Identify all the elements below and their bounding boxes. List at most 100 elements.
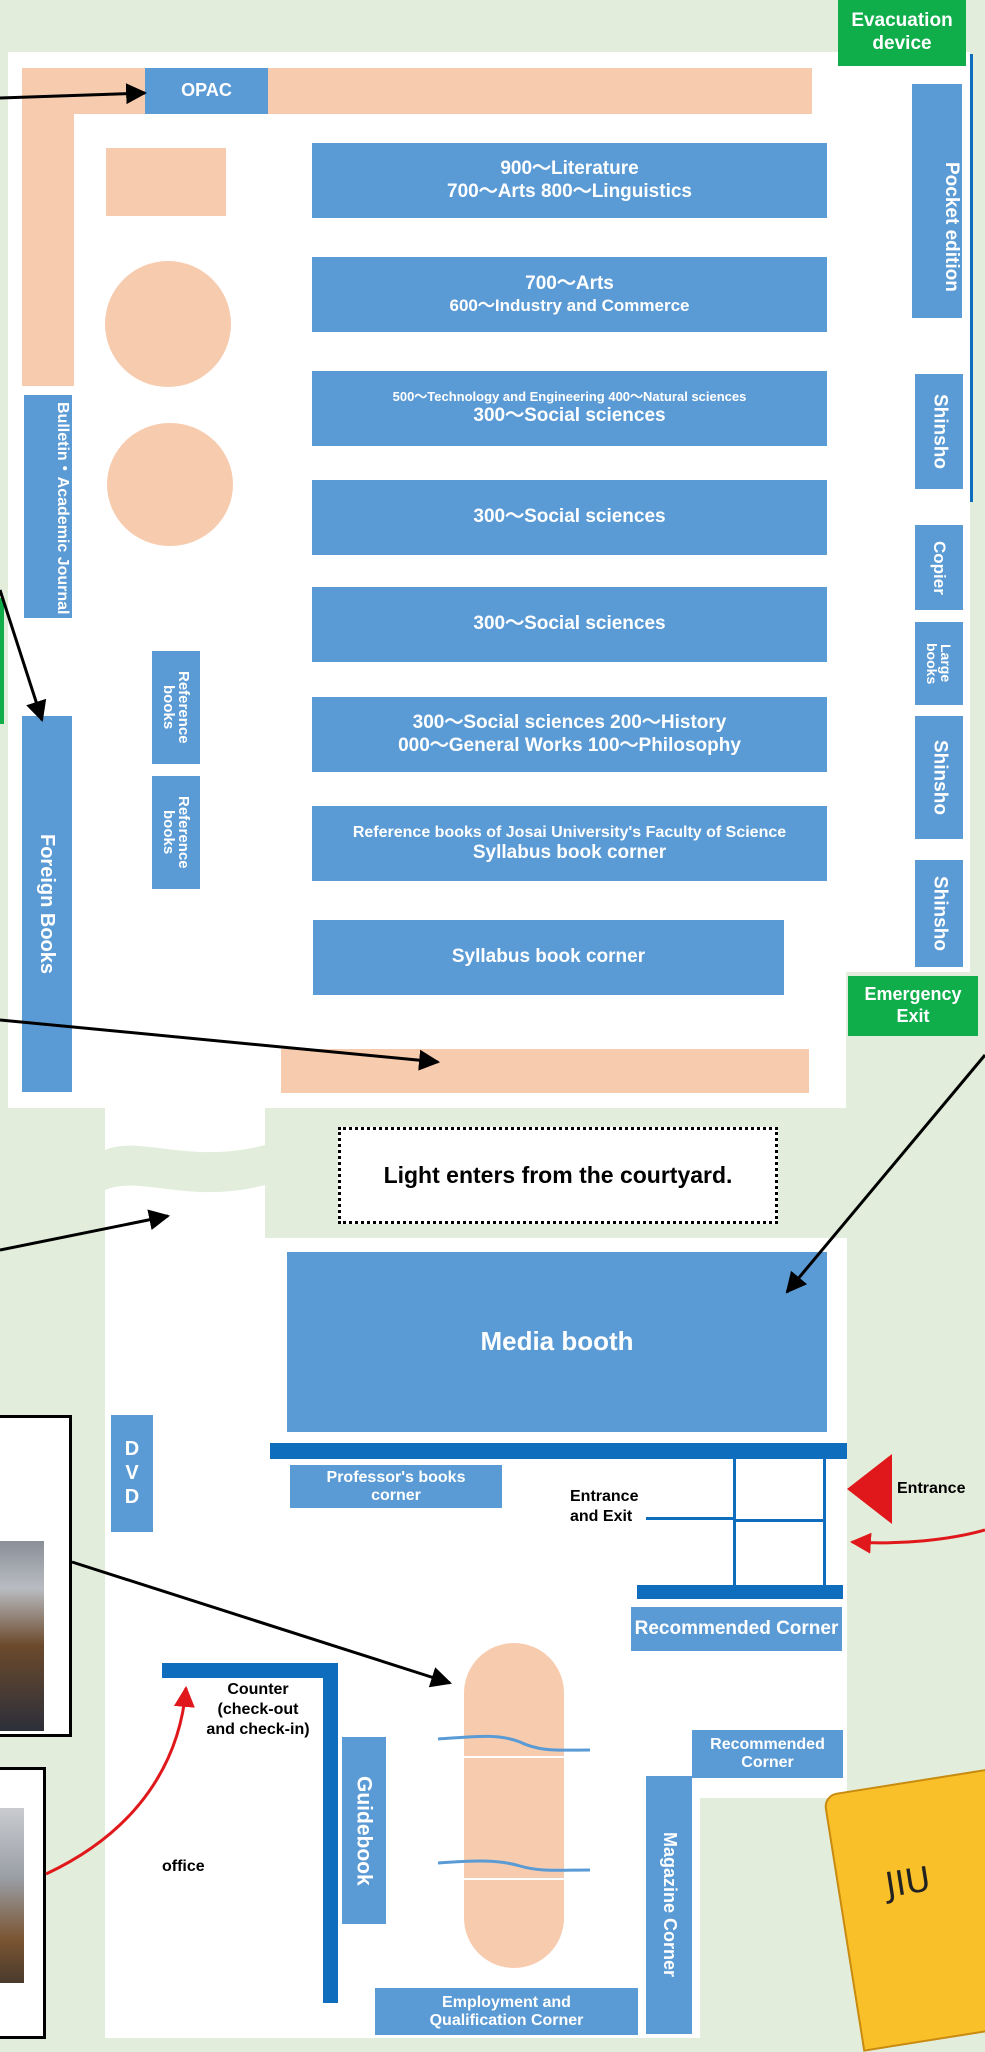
emergency-line2: Exit: [896, 1006, 930, 1026]
shelf-3-line2: 300～Social sciences: [473, 404, 666, 426]
entrance-label: Entrance: [897, 1479, 965, 1499]
shinsho-3-label: Shinsho: [929, 876, 951, 951]
shelf-arts[interactable]: 700～Arts 600～Industry and Commerce: [312, 257, 827, 332]
service-counter-top: [22, 68, 812, 114]
office-label: office: [162, 1857, 205, 1877]
shelf-2-line1: 700～Arts: [525, 272, 614, 294]
shelf-social-1[interactable]: 300～Social sciences: [312, 480, 827, 555]
employment-corner[interactable]: Employment and Qualification Corner: [375, 1988, 638, 2035]
shelf-reference-science[interactable]: Reference books of Josai University's Fa…: [312, 806, 827, 881]
media-booth-label: Media booth: [480, 1326, 634, 1357]
professors-line1: Professor's books: [326, 1468, 466, 1486]
entrance-exit-line1: Entrance: [570, 1488, 639, 1505]
corridor: [105, 1108, 265, 2038]
large-books-label: Large books: [924, 642, 954, 685]
shelf-6-line1: 300～Social sciences 200～History: [412, 711, 727, 733]
shelf-6-line2: 000～General Works 100～Philosophy: [398, 734, 741, 756]
reference-2-label: Reference books: [160, 796, 192, 869]
gate-vertical-2: [823, 1459, 826, 1591]
counter-line3: and check-in): [206, 1721, 310, 1738]
employment-line2: Qualification Corner: [429, 2011, 584, 2029]
media-booth[interactable]: Media booth: [287, 1252, 827, 1432]
recommended-2-line2: Corner: [741, 1754, 794, 1771]
guidebook-label: Guidebook: [352, 1775, 376, 1886]
round-table-1: [105, 261, 231, 387]
reference-books-2[interactable]: Reference books: [152, 776, 200, 889]
office-text: office: [162, 1858, 205, 1875]
entrance-triangle-icon: [848, 1453, 891, 1523]
employment-line1: Employment and: [442, 1993, 571, 2011]
evacuation-line2: device: [872, 33, 932, 54]
shelf-8-line1: Syllabus book corner: [451, 946, 646, 968]
photo-frame-1: [0, 1415, 72, 1737]
bulletin-academic-journal[interactable]: Bulletin・Academic Journal: [24, 395, 72, 618]
recommended-corner-1[interactable]: Recommended Corner: [631, 1607, 842, 1651]
evacuation-line1: Evacuation: [851, 10, 953, 32]
dvd-shelf[interactable]: DVD: [111, 1415, 153, 1532]
copier-label: Copier: [930, 540, 950, 595]
magazine-label: Magazine Corner: [659, 1832, 680, 1978]
wall-bottom: [637, 1585, 843, 1599]
pocket-edition-label: Pocket edition: [941, 162, 962, 292]
shelf-history[interactable]: 300～Social sciences 200～History 000～Gene…: [312, 697, 827, 772]
courtyard-note: Light enters from the courtyard.: [338, 1127, 778, 1224]
shelf-5-line1: 300～Social sciences: [473, 613, 666, 635]
table-rect: [106, 148, 226, 216]
pocket-edition[interactable]: Pocket edition: [912, 84, 962, 318]
courtyard-text: Light enters from the courtyard.: [383, 1162, 733, 1188]
reference-books-1[interactable]: Reference books: [152, 651, 200, 764]
round-table-2: [107, 423, 233, 546]
jiu-sign: JIU: [822, 1768, 985, 2052]
shelf-syllabus[interactable]: Syllabus book corner: [313, 920, 784, 995]
shelf-4-line1: 300～Social sciences: [473, 506, 666, 528]
counter-line2: (check-out: [217, 1701, 299, 1718]
opac-terminal[interactable]: OPAC: [145, 68, 268, 114]
copier[interactable]: Copier: [915, 525, 963, 610]
shinsho-2[interactable]: Shinsho: [915, 716, 963, 839]
shelf-social-2[interactable]: 300～Social sciences: [312, 587, 827, 662]
lounge-top: [464, 1643, 564, 1756]
shelf-3-line1: 500～Technology and Engineering 400～Natur…: [392, 389, 747, 405]
gate-left-line: [646, 1517, 735, 1520]
shinsho-1-label: Shinsho: [929, 394, 951, 469]
dvd-label: DVD: [121, 1437, 143, 1510]
entrance-text: Entrance: [897, 1480, 966, 1497]
professors-books-corner[interactable]: Professor's books corner: [290, 1465, 502, 1508]
shinsho-1[interactable]: Shinsho: [915, 374, 963, 489]
entrance-arrow-icon: [847, 1454, 892, 1524]
foreign-books[interactable]: Foreign Books: [22, 716, 72, 1092]
opac-label: OPAC: [181, 80, 232, 101]
shelf-1-line1: 900～Literature: [500, 157, 639, 179]
bulletin-label: Bulletin・Academic Journal: [54, 402, 71, 615]
shelf-1-line2: 700～Arts 800～Linguistics: [447, 180, 692, 202]
magazine-corner[interactable]: Magazine Corner: [646, 1776, 692, 2034]
right-wall-line: [970, 54, 973, 502]
counter-label: Counter (check-out and check-in): [198, 1680, 318, 1740]
counter-side: [323, 1663, 338, 2003]
shelf-7-line2: Syllabus book corner: [472, 841, 667, 863]
shelf-technology[interactable]: 500～Technology and Engineering 400～Natur…: [312, 371, 827, 446]
photo-frame-2: [0, 1767, 46, 2039]
shinsho-3[interactable]: Shinsho: [915, 860, 963, 967]
emergency-line1: Emergency: [864, 984, 962, 1005]
guidebook-shelf[interactable]: Guidebook: [342, 1737, 386, 1924]
lounge-bottom: [464, 1880, 564, 1968]
jiu-sign-text: JIU: [882, 1859, 934, 1906]
gate-vertical-1: [733, 1459, 736, 1591]
emergency-exit: Emergency Exit: [848, 976, 978, 1036]
counter-line1: Counter: [227, 1681, 289, 1698]
lounge-middle: [464, 1758, 564, 1878]
photo-2: [0, 1808, 24, 1983]
recommended-1-label: Recommended Corner: [634, 1617, 839, 1639]
shinsho-2-label: Shinsho: [929, 740, 951, 815]
wall-top: [270, 1443, 847, 1459]
recommended-corner-2[interactable]: Recommended Corner: [692, 1730, 843, 1778]
gate-horizontal: [733, 1519, 826, 1522]
entrance-exit-line2: and Exit: [570, 1508, 633, 1525]
professors-line2: corner: [371, 1486, 421, 1504]
large-books[interactable]: Large books: [915, 622, 963, 705]
entrance-exit-label: Entrance and Exit: [570, 1487, 665, 1527]
evacuation-device: Evacuation device: [838, 0, 966, 66]
photo-1: [0, 1541, 44, 1731]
shelf-literature[interactable]: 900～Literature 700～Arts 800～Linguistics: [312, 143, 827, 218]
